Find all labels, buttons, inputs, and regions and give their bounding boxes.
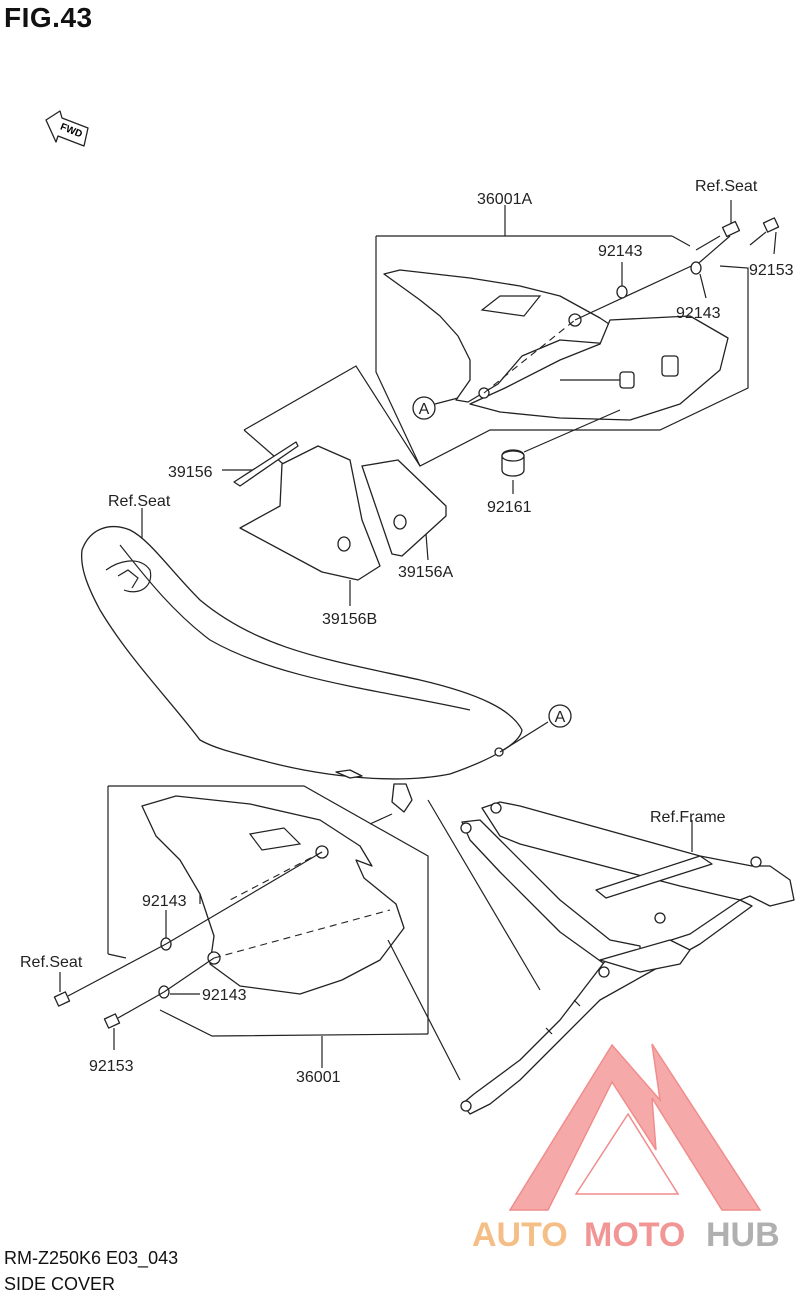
figure-name: SIDE COVER [4,1274,116,1294]
bolt-92153-top [749,217,780,255]
leader-lines [369,799,541,1081]
label-39156B: 39156B [322,611,377,628]
label-92161: 92161 [487,499,532,516]
washer-92143-top-b [690,261,707,299]
label-ref-frame: Ref.Frame [650,809,726,826]
logo-text-auto: AUTO [472,1216,568,1254]
logo-text-moto: MOTO [584,1216,685,1254]
label-92143-d: 92143 [202,987,247,1004]
label-92143-a: 92143 [598,243,643,260]
seat [80,508,549,813]
decal-39156 [222,441,299,487]
washer-92143-left-b [158,985,200,999]
fwd-arrow-icon: FWD [45,110,89,147]
svg-text:A: A [555,709,566,726]
label-ref-seat-mid: Ref.Seat [108,493,171,510]
36001-group-outline [107,785,429,1068]
label-92153-b: 92153 [89,1058,134,1075]
figure-title: FIG.43 [4,2,93,33]
automotohub-logo: AUTO MOTO HUB [472,1043,780,1254]
label-36001: 36001 [296,1069,341,1086]
side-cover-36001A [383,261,729,421]
decal-39156B [239,445,381,606]
callout-A-mid: A [548,704,572,728]
label-ref-seat-top: Ref.Seat [695,178,758,195]
logo-text-hub: HUB [706,1216,780,1254]
model-code: RM-Z250K6 E03_043 [4,1248,179,1268]
side-cover-36001 [141,795,405,995]
bolt-ref-seat-top [695,200,741,251]
svg-text:A: A [419,401,430,418]
callout-A-top: A [412,396,459,420]
bolt-92153-left [103,957,215,1050]
label-ref-seat-left: Ref.Seat [20,954,83,971]
washer-92143-top-a [616,262,628,299]
label-92153-a: 92153 [749,262,794,279]
subframe [460,801,795,1115]
bolt-ref-seat-left [53,851,323,1007]
decal-39156A [361,459,447,561]
label-92143-b: 92143 [676,305,721,322]
grommet-92161 [501,409,621,494]
label-39156: 39156 [168,464,213,481]
label-92143-c: 92143 [142,893,187,910]
label-39156A: 39156A [398,564,453,581]
label-36001A: 36001A [477,191,532,208]
